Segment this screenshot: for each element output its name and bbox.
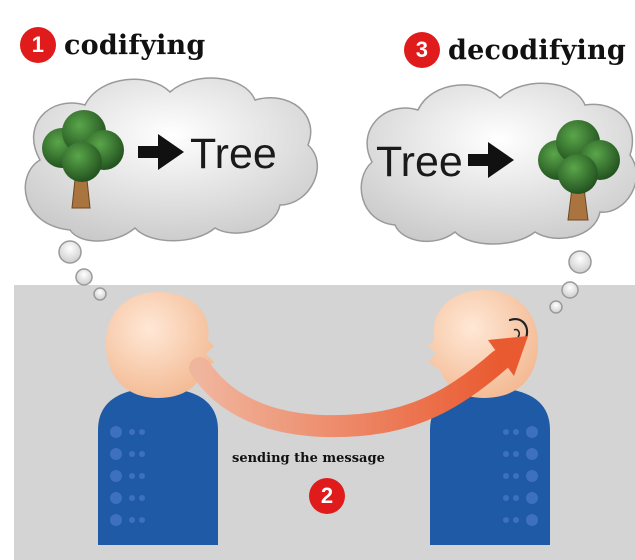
sender-person <box>98 292 218 545</box>
receiver-thought-word: Tree <box>376 138 463 186</box>
sender-thought-bubbles <box>58 240 107 301</box>
tree-icon <box>42 110 124 209</box>
receiver-thought-bubbles <box>549 250 592 314</box>
step-3-header: 3 decodifying <box>404 32 626 68</box>
receiver-person <box>428 290 550 545</box>
step-2-header: 2 <box>309 478 345 514</box>
step-1-badge: 1 <box>20 27 56 63</box>
tree-icon <box>538 120 620 221</box>
step-1-label: codifying <box>64 29 206 61</box>
receiver-body <box>430 388 550 545</box>
sender-body <box>98 388 218 545</box>
sender-thought-word: Tree <box>190 130 277 178</box>
step-1-header: 1 codifying <box>20 27 205 63</box>
message-arrow <box>189 336 528 438</box>
step-2-badge: 2 <box>309 478 345 514</box>
sender-head <box>105 292 214 398</box>
right-arrow-icon <box>138 134 184 170</box>
step-2-label: sending the message <box>232 451 385 466</box>
step-3-label: decodifying <box>448 34 626 66</box>
right-arrow-icon <box>468 142 514 178</box>
step-3-badge: 3 <box>404 32 440 68</box>
